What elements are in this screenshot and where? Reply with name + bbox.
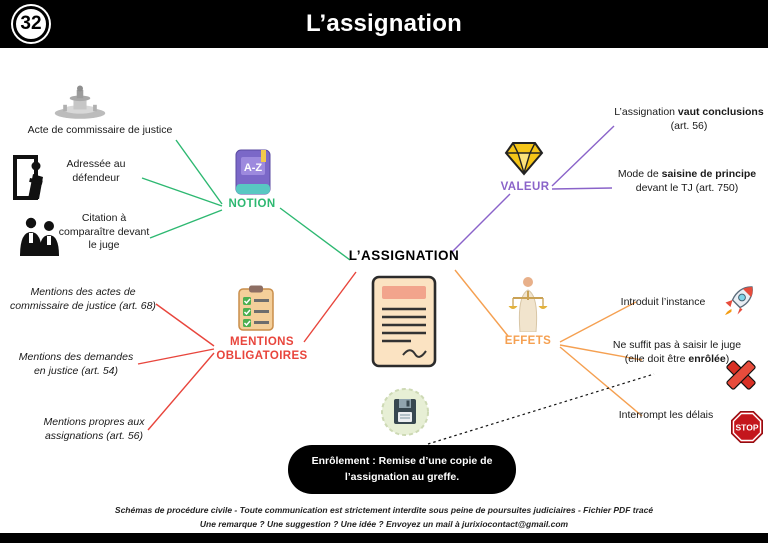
- judges-icon: [16, 216, 62, 256]
- effets-item-2-post: ): [725, 352, 730, 365]
- effets-item-delais: Interrompt les délais: [602, 409, 730, 423]
- red-cross-icon: [722, 356, 760, 394]
- line-center-effets: [454, 269, 509, 337]
- notion-item-acte: Acte de commissaire de justice: [27, 124, 173, 136]
- line-notion-item2: [141, 177, 223, 207]
- mentions-item-demandes: Mentions des demandes en justice (art. 5…: [18, 351, 134, 377]
- bottom-bar: [0, 533, 768, 543]
- center-node-label: L’ASSIGNATION: [348, 248, 460, 263]
- mentions-item-propres: Mentions propres aux assignations (art. …: [43, 416, 145, 442]
- valeur-item-conclusions: L’assignation vaut conclusions (art. 56): [614, 106, 764, 133]
- rocket-icon: [722, 284, 756, 318]
- valeur-item-1-bold: vaut conclusions: [677, 106, 764, 118]
- valeur-item-1-pre: L’assignation: [614, 106, 678, 118]
- effets-item-instance: Introduit l’instance: [606, 296, 720, 310]
- line-effets-item2: [559, 344, 643, 361]
- dictionary-book-icon: A-Z: [234, 148, 272, 196]
- valeur-item-2-bold: saisine de principe: [661, 168, 757, 180]
- enrolement-note-text: Enrôlement : Remise d’une copie de l’ass…: [311, 455, 493, 484]
- effets-item-2-bold: enrôlée: [688, 352, 726, 365]
- branch-label-effets: EFFETS: [504, 335, 552, 347]
- line-center-valeur: [451, 193, 511, 253]
- line-notion-item3: [149, 209, 223, 239]
- line-valeur-item2: [551, 187, 613, 190]
- line-notion-item1: [175, 139, 223, 205]
- line-mentions-item3: [147, 352, 215, 431]
- footer-contact: Une remarque ? Une suggestion ? Une idée…: [199, 519, 569, 529]
- floppy-disk-icon: [381, 388, 429, 436]
- valeur-item-2-pre: Mode de: [617, 168, 662, 180]
- valeur-item-2-post: devant le TJ (art. 750): [635, 181, 739, 194]
- line-center-mentions: [303, 271, 357, 343]
- effets-item-1-pre: Introduit l’instance: [620, 296, 706, 308]
- branch-label-notion: NOTION: [228, 198, 276, 210]
- notion-item-adressee: Adressée au défendeur: [66, 158, 126, 184]
- effets-item-3-pre: Interrompt les délais: [618, 409, 714, 421]
- effets-item-saisir: Ne suffit pas à saisir le juge (elle doi…: [602, 339, 752, 366]
- connector-lines: [137, 125, 655, 445]
- page-number-badge: 32: [13, 6, 49, 42]
- checklist-icon: [237, 284, 275, 332]
- footer-disclaimer: Schémas de procédure civile - Toute comm…: [114, 505, 654, 515]
- svg-text:A-Z: A-Z: [244, 162, 263, 174]
- branch-label-mentions: MENTIONS OBLIGATOIRES: [216, 336, 308, 362]
- lady-justice-icon: [508, 274, 548, 333]
- svg-text:STOP: STOP: [736, 423, 759, 433]
- line-mentions-item1: [155, 303, 215, 347]
- document-icon: [371, 275, 437, 368]
- effets-item-2-pre: Ne suffit pas à saisir le juge (elle doi…: [612, 339, 742, 365]
- statue-icon: [52, 84, 108, 120]
- valeur-item-saisine: Mode de saisine de principe devant le TJ…: [610, 168, 764, 195]
- line-dotted-enrolement: [427, 373, 655, 445]
- mindmap-canvas: L’ASSIGNATION A-Z NOTION: [0, 48, 768, 533]
- diamond-icon: [504, 140, 544, 177]
- enrolement-note-pill: Enrôlement : Remise d’une copie de l’ass…: [288, 445, 516, 494]
- page-title: L’assignation: [306, 10, 462, 37]
- line-valeur-item1: [551, 125, 615, 187]
- line-effets-item3: [559, 346, 643, 417]
- header-bar: 32 L’assignation: [0, 0, 768, 48]
- line-mentions-item2: [137, 348, 215, 365]
- mentions-item-actes: Mentions des actes de commissaire de jus…: [10, 286, 156, 312]
- stop-sign-icon: STOP: [730, 410, 764, 444]
- line-effets-item1: [559, 301, 637, 343]
- line-center-notion: [279, 207, 351, 261]
- door-person-icon: [12, 154, 48, 201]
- branch-label-valeur: VALEUR: [500, 181, 550, 193]
- notion-item-citation: Citation à comparaître devant le juge: [58, 212, 150, 252]
- valeur-item-1-post: (art. 56): [670, 119, 708, 132]
